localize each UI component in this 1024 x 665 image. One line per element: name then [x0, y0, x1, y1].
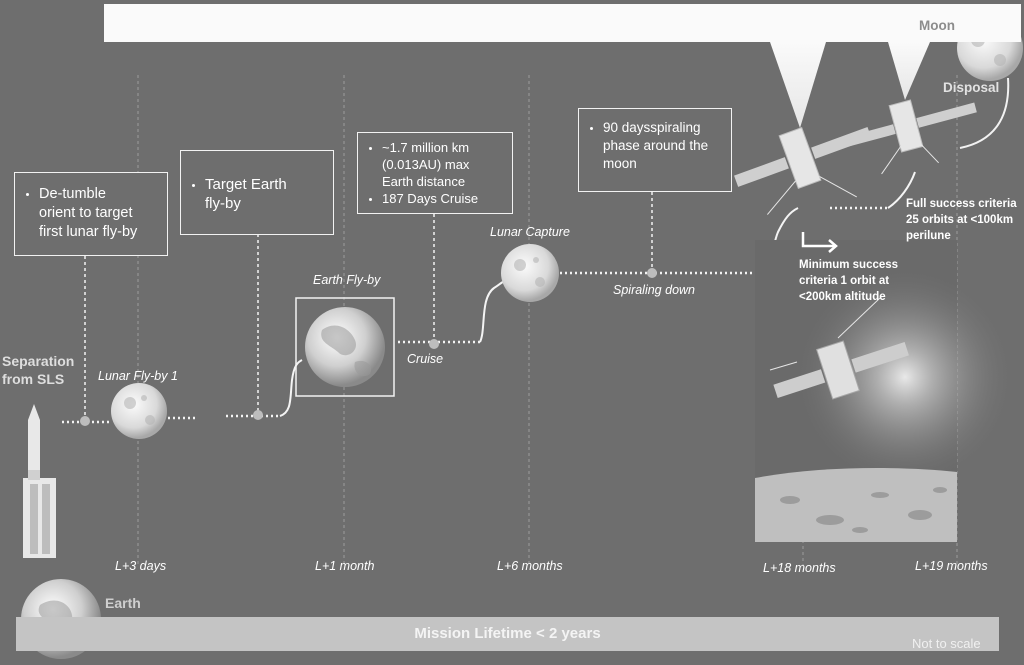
moon-icon-flyby1 — [111, 383, 167, 439]
full-success-criteria: Full success criteria 25 orbits at <100k… — [906, 196, 1017, 244]
lunar-orbit-inset — [755, 240, 1015, 542]
rocket-icon — [23, 404, 56, 558]
cruise-info-line-3: Earth distance — [382, 174, 466, 189]
cruise-label: Cruise — [407, 352, 444, 366]
detumble-line-3: first lunar fly-by — [39, 224, 138, 240]
separation-line-2: from SLS — [2, 371, 65, 387]
trajectory — [62, 206, 888, 424]
spiraling-line-1: 90 daysspiraling — [603, 120, 701, 135]
spiraling-line-2: phase around the — [603, 138, 709, 153]
earth-label: Earth — [105, 595, 141, 611]
curve-to-capture — [479, 280, 506, 343]
target-earth-item: Target Earth fly-by — [205, 175, 333, 213]
full-criteria-line-2: 25 orbits at <100km — [906, 214, 1014, 226]
earth-flyby-label: Earth Fly-by — [313, 273, 381, 287]
tick-l3-days: L+3 days — [115, 559, 167, 573]
separation-label: Separation from SLS — [2, 352, 74, 388]
disposal-label: Disposal — [943, 80, 1000, 95]
spiraling-item: 90 daysspiraling phase around the moon — [603, 119, 731, 173]
min-criteria-line-2: criteria 1 orbit at — [799, 275, 890, 287]
beam-left — [770, 42, 826, 128]
lunar-capture-label: Lunar Capture — [490, 225, 570, 239]
target-earth-line-2: fly-by — [205, 195, 241, 212]
lunar-flyby-1-label: Lunar Fly-by 1 — [98, 369, 178, 383]
disposal-arc — [959, 77, 1010, 149]
cruise-info-box: ~1.7 million km (0.013AU) max Earth dist… — [357, 132, 513, 214]
curve-to-earth — [279, 359, 303, 417]
detumble-box: De-tumble orient to target first lunar f… — [14, 172, 168, 256]
separation-line-1: Separation — [2, 353, 75, 369]
moon-banner — [104, 4, 1021, 42]
spiraling-down-label: Spiraling down — [613, 283, 695, 297]
tick-l1-month: L+1 month — [315, 559, 375, 573]
earth-flyby-frame — [295, 297, 395, 397]
not-to-scale-note: Not to scale — [912, 636, 981, 651]
satellite-icon-right — [842, 99, 977, 175]
full-criteria-line-3: perilune — [906, 230, 951, 242]
cruise-info-line-1: ~1.7 million km — [382, 140, 470, 155]
target-earth-box: Target Earth fly-by — [180, 150, 334, 235]
tick-l18-months: L+18 months — [763, 561, 836, 575]
spiraling-line-3: moon — [603, 156, 637, 171]
mission-lifetime-bar — [16, 617, 999, 651]
cruise-info-item-2: 187 Days Cruise — [382, 190, 512, 207]
right-arrow-icon — [801, 232, 838, 253]
min-criteria-line-3: <200km altitude — [799, 291, 886, 303]
moon-icon-capture — [501, 244, 559, 302]
satellite-icon-left — [734, 126, 872, 215]
tick-l6-months: L+6 months — [497, 559, 563, 573]
cruise-info-line-2: (0.013AU) max — [382, 157, 470, 172]
detumble-line-1: De-tumble — [39, 186, 106, 202]
cruise-info-item-1: ~1.7 million km (0.013AU) max Earth dist… — [382, 139, 512, 190]
event-dots — [80, 268, 657, 426]
min-criteria-line-1: Minimum success — [799, 259, 899, 271]
beam-right — [888, 42, 930, 100]
curve-full-success — [887, 171, 916, 209]
detumble-line-2: orient to target — [39, 205, 133, 221]
spiraling-box: 90 daysspiraling phase around the moon — [578, 108, 732, 192]
minimum-success-criteria: Minimum success criteria 1 orbit at <200… — [799, 257, 898, 305]
target-earth-line-1: Target Earth — [205, 176, 287, 193]
moon-label: Moon — [919, 18, 955, 33]
mission-lifetime-label: Mission Lifetime < 2 years — [414, 625, 601, 642]
tick-l19-months: L+19 months — [915, 559, 988, 573]
detumble-item: De-tumble orient to target first lunar f… — [39, 185, 167, 242]
full-criteria-line-1: Full success criteria — [906, 198, 1017, 210]
